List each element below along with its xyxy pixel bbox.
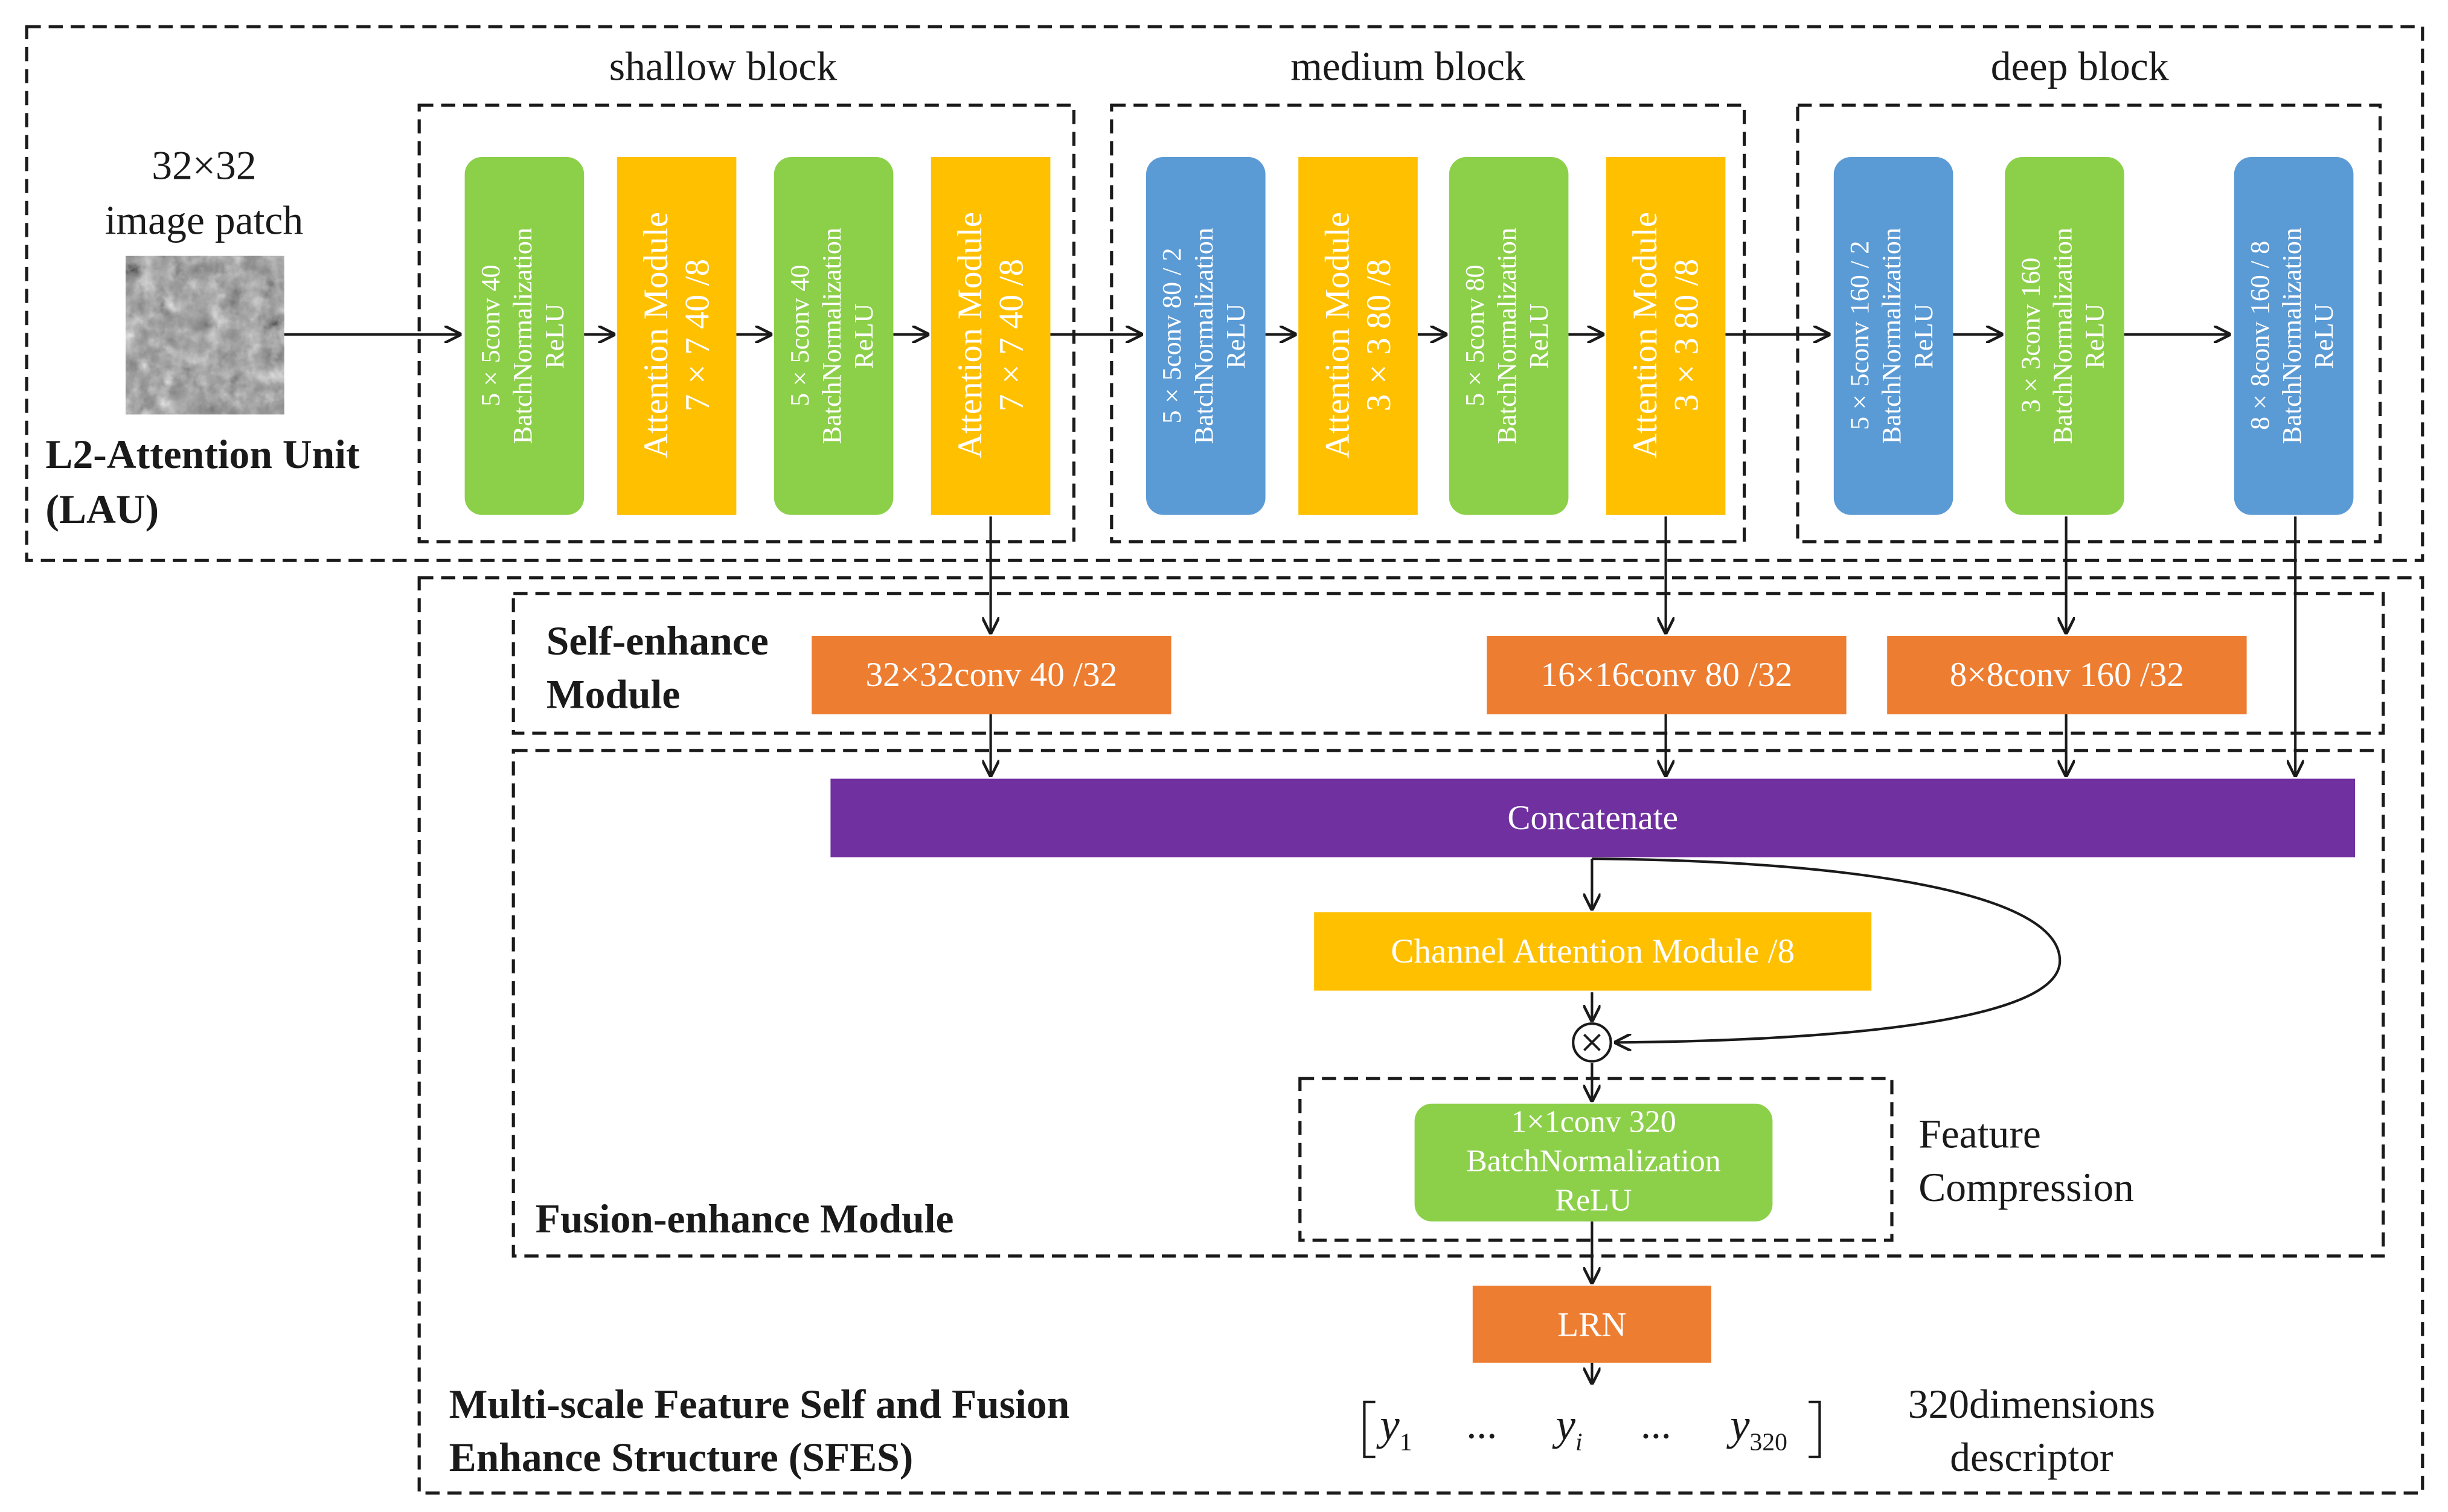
shallow-block-frame (417, 103, 1075, 543)
fusion-enhance-title: Fusion-enhance Module (535, 1196, 954, 1242)
lrn-layer: LRN (1472, 1286, 1711, 1363)
sfes-title-line2: Enhance Structure (SFES) (449, 1435, 914, 1481)
input-title-line2: image patch (104, 197, 304, 243)
self-enhance-conv-medium: 16×16conv 80 /32 (1487, 636, 1847, 714)
lau-title-line2: (LAU) (45, 487, 159, 533)
compression-conv-line1: 1×1conv 320 (1511, 1105, 1676, 1140)
self-enhance-title-line1: Self-enhance (546, 618, 769, 664)
concatenate-layer: Concatenate (830, 778, 2355, 857)
lau-title-line1: L2-Attention Unit (45, 432, 360, 478)
input-title: 32×32 image patch (94, 138, 314, 248)
fusion-enhance-frame (511, 749, 2385, 1258)
descriptor-label: 320dimensions descriptor (1892, 1379, 2171, 1485)
sfes-frame (417, 576, 2424, 1495)
descriptor-brackets (1363, 1400, 1821, 1458)
descriptor-label-line1: 320dimensions (1908, 1382, 2156, 1427)
medium-block-title: medium block (1290, 43, 1525, 90)
deep-block-title: deep block (1990, 43, 2169, 90)
self-enhance-frame (511, 592, 2385, 735)
feature-compression-line1: Feature (1918, 1111, 2041, 1158)
input-title-line1: 32×32 (152, 143, 257, 188)
compression-conv: 1×1conv 320 BatchNormalization ReLU (1414, 1103, 1773, 1222)
descriptor-dots-1: ... (1466, 1401, 1498, 1448)
compression-conv-line2: BatchNormalization (1466, 1144, 1721, 1179)
medium-block-frame (1110, 103, 1746, 543)
self-enhance-conv-deep: 8×8conv 160 /32 (1887, 636, 2247, 714)
sfes-title: Multi-scale Feature Self and Fusion Enha… (449, 1379, 1070, 1485)
lau-frame (25, 25, 2424, 562)
descriptor-label-line2: descriptor (1950, 1435, 2113, 1481)
descriptor-dots-2: ... (1641, 1401, 1671, 1448)
shallow-block-title: shallow block (609, 43, 838, 90)
feature-compression-frame (1298, 1077, 1894, 1242)
descriptor-y1: y1 (1380, 1401, 1412, 1456)
image-patch-picture (126, 255, 284, 415)
sfes-title-line1: Multi-scale Feature Self and Fusion (449, 1382, 1070, 1427)
channel-attention-module: Channel Attention Module /8 (1314, 912, 1872, 991)
feature-compression-label: Feature Compression (1918, 1109, 2134, 1216)
descriptor-y320: y320 (1730, 1401, 1787, 1456)
feature-compression-line2: Compression (1918, 1165, 2135, 1211)
self-enhance-conv-shallow: 32×32conv 40 /32 (812, 636, 1171, 714)
self-enhance-title-line2: Module (546, 671, 681, 718)
self-enhance-title: Self-enhance Module (546, 615, 769, 722)
deep-block-frame (1796, 103, 2382, 543)
lau-title: L2-Attention Unit (LAU) (45, 427, 359, 537)
descriptor-yi: yi (1556, 1401, 1583, 1456)
multiply-icon (1583, 1034, 1601, 1051)
compression-conv-line3: ReLU (1555, 1184, 1632, 1219)
